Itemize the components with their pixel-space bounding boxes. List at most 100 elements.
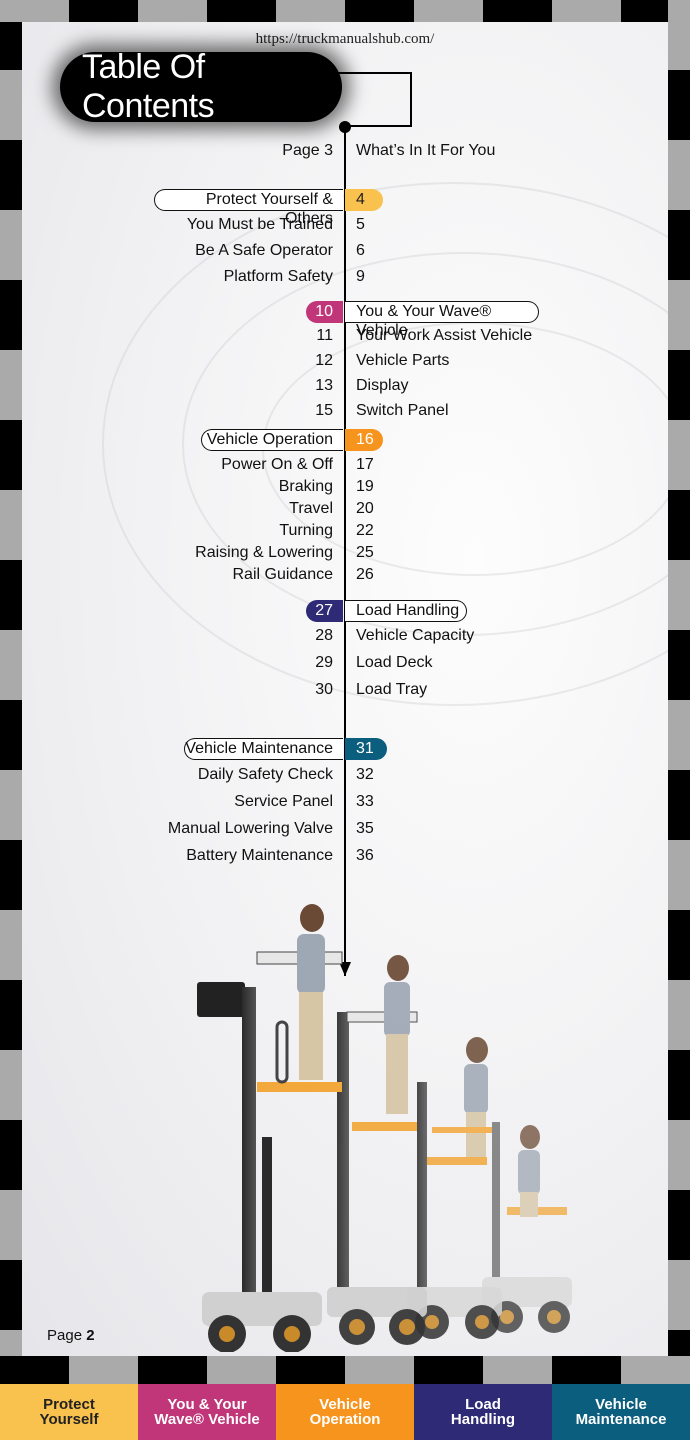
load-item-row[interactable]: 29 Load Deck (22, 654, 668, 676)
operation-item-row[interactable]: Power On & Off 17 (22, 456, 668, 478)
maintenance-item-row[interactable]: Manual Lowering Valve 35 (22, 820, 668, 842)
checker-border-right (668, 0, 690, 1384)
section-wave-page[interactable]: 10 (306, 301, 343, 323)
page-ref: 12 (315, 352, 333, 369)
section-wave-label[interactable]: You & Your Wave® Vehicle (345, 301, 539, 339)
entry-label: Raising & Lowering (195, 544, 333, 561)
maintenance-item-row[interactable]: Service Panel 33 (22, 793, 668, 815)
title-connector (344, 125, 412, 127)
page-ref: 33 (356, 793, 374, 810)
section-protect-page[interactable]: 4 (345, 189, 383, 211)
entry-label: Service Panel (234, 793, 333, 810)
page-ref: 29 (315, 654, 333, 671)
entry-label: Load Tray (356, 681, 428, 698)
operation-item-row[interactable]: Braking 19 (22, 478, 668, 500)
page-ref: 30 (315, 681, 333, 698)
toc-page: https://truckmanualshub.com/ Table Of Co… (22, 22, 668, 1356)
checker-border-top (0, 0, 690, 22)
tab-label-line1: Load (465, 1396, 501, 1413)
section-maintenance-page[interactable]: 31 (345, 738, 387, 760)
entry-label: Power On & Off (221, 456, 333, 473)
section-operation-page[interactable]: 16 (345, 429, 383, 451)
section-load-page[interactable]: 27 (306, 600, 343, 622)
page-ref: 13 (315, 377, 333, 394)
wave-item-row[interactable]: 15 Switch Panel (22, 402, 668, 424)
entry-label: Platform Safety (223, 268, 333, 285)
page-ref: 28 (315, 627, 333, 644)
protect-item-row[interactable]: Platform Safety 9 (22, 268, 668, 290)
tab-label-line1: Protect (43, 1396, 95, 1413)
page-number: Page 2 (47, 1327, 95, 1344)
entry-label: Travel (289, 500, 333, 517)
wave-item-row[interactable]: 13 Display (22, 377, 668, 399)
entry-label: You Must be Trained (186, 216, 333, 233)
page-ref: 5 (356, 216, 365, 233)
toc-spine-line (344, 126, 346, 976)
page-ref: 25 (356, 544, 374, 561)
source-url: https://truckmanualshub.com/ (255, 31, 435, 47)
spine-start-dot (339, 121, 351, 133)
load-item-row[interactable]: 30 Load Tray (22, 681, 668, 703)
operation-item-row[interactable]: Raising & Lowering 25 (22, 544, 668, 566)
page-ref: 22 (356, 522, 374, 539)
page-ref: 15 (315, 402, 333, 419)
wave-item-row[interactable]: 12 Vehicle Parts (22, 352, 668, 374)
load-item-row[interactable]: 28 Vehicle Capacity (22, 627, 668, 649)
tab-label-line1: Vehicle (319, 1396, 371, 1413)
vehicle-4 (482, 1122, 572, 1333)
section-operation-label[interactable]: Vehicle Operation (201, 429, 343, 451)
section-load-label[interactable]: Load Handling (345, 600, 467, 622)
spine-arrow-icon (339, 962, 351, 976)
tab-label-line2: Wave® Vehicle (154, 1411, 260, 1428)
entry-label: Your Work Assist Vehicle (356, 327, 533, 344)
page-ref: 11 (316, 327, 333, 344)
tab-label-line1: Vehicle (595, 1396, 647, 1413)
page-ref: 35 (356, 820, 374, 837)
entry-label: Daily Safety Check (197, 766, 333, 783)
page-ref: 32 (356, 766, 374, 783)
entry-label: Vehicle Parts (356, 352, 450, 369)
work-assist-vehicles-illustration (197, 904, 572, 1352)
vehicle-2 (327, 955, 427, 1345)
page-ref: 9 (356, 268, 365, 285)
section-maintenance-label[interactable]: Vehicle Maintenance (184, 738, 343, 760)
tab-label-line1: You & Your (167, 1396, 247, 1413)
page-ref: 17 (356, 456, 374, 473)
page-title: Table Of Contents (60, 48, 342, 125)
maintenance-item-row[interactable]: Daily Safety Check 32 (22, 766, 668, 788)
checker-border-bottom (0, 1356, 690, 1384)
operation-item-row[interactable]: Travel 20 (22, 500, 668, 522)
page-ref: 19 (356, 478, 374, 495)
title-connector (410, 72, 412, 126)
toc-row-intro[interactable]: Page 3 What’s In It For You (282, 142, 496, 159)
entry-label: Braking (278, 478, 333, 495)
entry-label: Manual Lowering Valve (167, 820, 333, 837)
tab-label-line2: Yourself (39, 1411, 99, 1428)
entry-label: Rail Guidance (232, 566, 334, 583)
tab-label-line2: Handling (450, 1411, 516, 1428)
wave-item-row[interactable]: 11 Your Work Assist Vehicle (22, 327, 668, 349)
section-protect-label[interactable]: Protect Yourself & Others (154, 189, 343, 227)
vehicle-1 (197, 904, 343, 1352)
entry-label: Load Deck (356, 654, 433, 671)
page-ref: 6 (356, 242, 365, 259)
entry-label: Vehicle Capacity (356, 627, 475, 644)
tab-label-line2: Maintenance (575, 1411, 667, 1428)
tab-label-line2: Operation (309, 1411, 381, 1428)
page-ref: 20 (356, 500, 374, 517)
title-connector (322, 72, 412, 74)
entry-label: Switch Panel (356, 402, 449, 419)
entry-label: Display (356, 377, 409, 394)
protect-item-row[interactable]: You Must be Trained 5 (22, 216, 668, 238)
page-ref: 36 (356, 847, 374, 864)
